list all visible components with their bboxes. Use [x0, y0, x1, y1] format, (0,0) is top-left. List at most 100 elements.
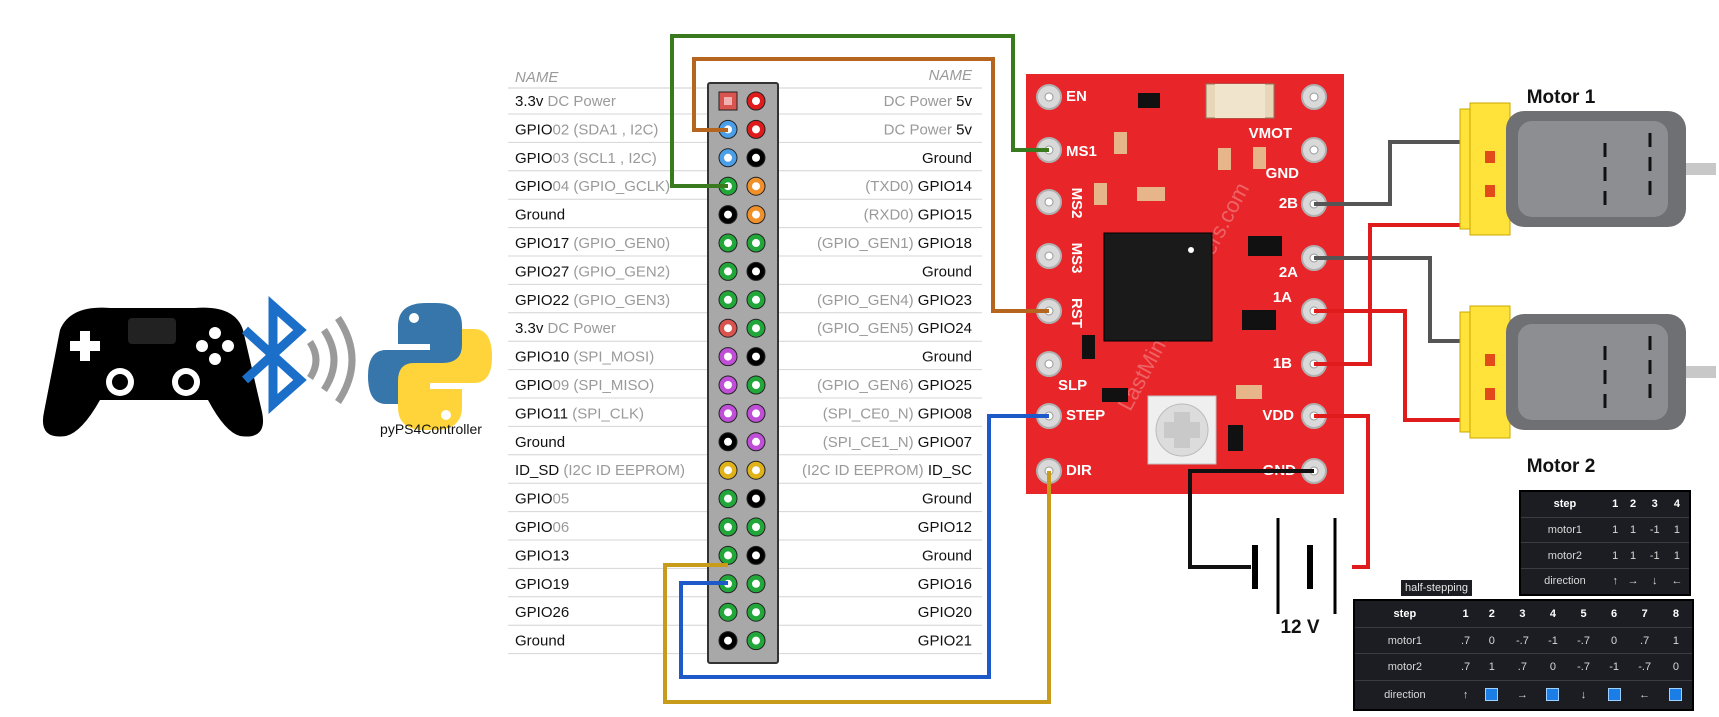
driver-smd — [1236, 385, 1262, 399]
gpio-pin-hole — [752, 153, 760, 162]
driver-label-en: EN — [1066, 88, 1087, 105]
gpio-left-label: GPIO19 — [515, 576, 569, 593]
wire-vdd-battery — [1314, 414, 1370, 569]
motor-endcap — [1469, 305, 1511, 439]
table-cell: step — [1393, 608, 1417, 620]
bluetooth-rune — [241, 295, 307, 415]
motor-terminal — [1485, 185, 1495, 197]
table-cell: 4 — [1673, 498, 1681, 511]
driver-label-ms1: MS1 — [1066, 143, 1097, 160]
gpio-pin-hole — [752, 97, 760, 105]
gpio-pin-hole — [724, 494, 732, 503]
gpio-pin-hole — [724, 608, 732, 617]
table-cell: 1 — [1621, 516, 1645, 543]
gpio-right-header: NAME — [929, 67, 973, 84]
python-logo-icon — [368, 303, 492, 430]
driver-pin-hole — [1309, 145, 1319, 155]
driver-pin-hole — [1044, 251, 1054, 261]
gpio-right-label: GPIO12 — [918, 519, 972, 536]
driver-pin-hole — [1044, 197, 1054, 207]
table-cell: ↓ — [1568, 679, 1599, 710]
gpio-left-label: GPIO10 (SPI_MOSI) — [515, 349, 654, 366]
python-eye — [409, 313, 419, 323]
gpio-pin-hole — [724, 636, 732, 645]
motor-2 — [1459, 305, 1716, 439]
table-cell — [1659, 679, 1693, 710]
table-cell: 1 — [1664, 542, 1690, 569]
table-cell: 1 — [1608, 542, 1622, 569]
table-cell: ↑ — [1454, 679, 1477, 710]
table-cell: 3 — [1651, 498, 1658, 511]
gpio-pin-hole — [752, 579, 760, 588]
driver-resistor — [1248, 236, 1282, 256]
driver-label-gnd: GND — [1266, 165, 1300, 182]
python-lower — [398, 329, 492, 430]
driver-pot-cross — [1164, 412, 1200, 448]
table-cell: -.7 — [1568, 626, 1599, 654]
gpio-pin-hole — [724, 239, 732, 247]
gpio-pin-hole — [752, 437, 760, 446]
table-cell: 4 — [1549, 608, 1557, 620]
gpio-pin-hole — [724, 97, 732, 105]
gpio-left-label: GPIO13 — [515, 547, 569, 564]
gpio-pin-hole — [752, 523, 760, 531]
gpio-right-label: Ground — [922, 491, 972, 508]
driver-label-ms2: MS2 — [1068, 188, 1085, 219]
gamepad-button — [209, 353, 221, 365]
gpio-pin-hole — [752, 324, 760, 333]
gpio-right-label: Ground — [922, 349, 972, 366]
table-cell: direction — [1354, 679, 1455, 710]
driver-label-step: STEP — [1066, 407, 1105, 424]
wire-1b-motor1 — [1314, 223, 1461, 366]
table-cell: 1 — [1608, 516, 1622, 543]
table-cell: 1 — [1664, 516, 1690, 543]
driver-smd — [1102, 388, 1128, 402]
gpio-right-label: DC Power 5v — [884, 93, 973, 110]
driver-label-slp: SLP — [1058, 377, 1087, 394]
table-cell: 0 — [1476, 626, 1508, 654]
table-cell: -1 — [1644, 542, 1665, 569]
gpio-left-label: GPIO22 (GPIO_GEN3) — [515, 292, 670, 309]
driver-chip — [1103, 232, 1213, 342]
table-cell: 1 — [1476, 653, 1508, 681]
gpio-right-label: (GPIO_GEN4) GPIO23 — [817, 292, 972, 309]
driver-label-vdd: VDD — [1262, 407, 1294, 424]
motor-endcap — [1469, 102, 1511, 236]
table-cell: motor2 — [1354, 653, 1455, 681]
driver-smd — [1082, 335, 1095, 359]
gpio-right-label: (SPI_CE0_N) GPIO08 — [823, 405, 972, 422]
signal-wave — [321, 328, 338, 392]
gpio-left-label: GPIO11 (SPI_CLK) — [515, 405, 644, 422]
gpio-left-label: ID_SD (I2C ID EEPROM) — [515, 462, 685, 479]
diagonal-arrow-icon — [1485, 688, 1499, 702]
driver-capacitor-face — [1215, 84, 1265, 118]
gpio-pin-hole — [724, 466, 732, 475]
driver-label-rst: RST — [1068, 298, 1085, 328]
driver-label-1a: 1A — [1273, 289, 1292, 306]
driver-smd — [1253, 147, 1266, 169]
table-cell: 1 — [1612, 498, 1619, 511]
bluetooth-icon — [241, 295, 356, 415]
gpio-pin-hole — [724, 295, 732, 304]
table-cell — [1476, 679, 1508, 710]
signal-wave — [306, 340, 320, 380]
driver-smd — [1114, 132, 1127, 154]
gamepad-body — [42, 307, 264, 437]
table-cell: 3 — [1519, 608, 1526, 620]
gpio-right-label: Ground — [922, 150, 972, 167]
table-cell: -.7 — [1568, 653, 1599, 681]
gpio-right-label: (TXD0) GPIO14 — [865, 178, 972, 195]
table-cell: 5 — [1580, 608, 1587, 620]
driver-label-1b: 1B — [1273, 355, 1292, 372]
motor-terminal — [1485, 151, 1495, 163]
gpio-right-label: (I2C ID EEPROM) ID_SC — [802, 462, 972, 479]
gpio-right-label: (RXD0) GPIO15 — [864, 207, 972, 224]
gpio-pin-hole — [752, 608, 760, 617]
table-cell: 0 — [1598, 626, 1630, 654]
gpio-pin-hole — [752, 125, 760, 134]
table-cell: 0 — [1537, 653, 1569, 681]
